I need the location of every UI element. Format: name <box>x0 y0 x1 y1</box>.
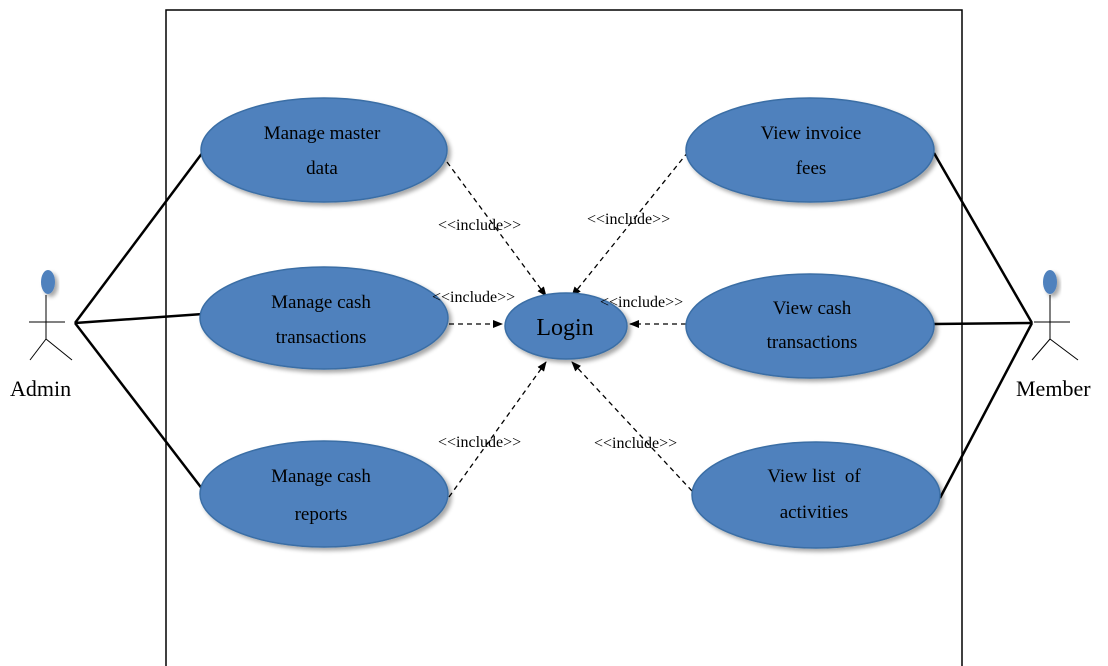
assoc-member-view-invoice-fees <box>932 152 1034 324</box>
actor-member: Member <box>1016 270 1091 401</box>
use-case-label-line2: transactions <box>276 327 367 348</box>
include-arrow-view-invoice-fees <box>571 151 689 297</box>
use-case-label-line1: Manage master <box>264 123 381 144</box>
use-case-label-line1: Manage cash <box>271 292 371 313</box>
include-arrow-manage-cash-reports <box>448 361 547 498</box>
include-arrow-manage-master-data <box>446 161 547 297</box>
login-label: Login <box>536 315 593 341</box>
use-case-label-line1: View invoice <box>761 123 862 144</box>
use-case-label-line2: activities <box>780 502 849 523</box>
assoc-member-view-list-of-activities <box>938 322 1034 499</box>
include-dependencies <box>446 151 693 498</box>
assoc-admin-manage-cash-transactions <box>74 312 204 325</box>
use-case-label-line1: View list of <box>767 466 861 487</box>
include-arrow-view-list-of-activities <box>571 361 693 492</box>
include-label-view-invoice-fees: <<include>> <box>587 211 670 228</box>
actor-label-member: Member <box>1016 376 1091 401</box>
include-label-view-list-of-activities: <<include>> <box>594 435 677 452</box>
assoc-admin-manage-master-data <box>73 151 205 324</box>
include-label-view-cash-transactions: <<include>> <box>600 294 683 311</box>
use-case-manage-cash-transactions: Manage cash transactions <box>199 266 449 370</box>
use-case-label-line1: View cash <box>773 298 852 319</box>
use-case-label-line2: fees <box>796 158 827 179</box>
use-case-ellipse <box>199 266 449 370</box>
actor-label-admin: Admin <box>10 376 71 401</box>
stick-figure-icon <box>29 295 73 361</box>
system-boundary <box>165 9 963 666</box>
stick-figure-icon <box>1031 295 1079 361</box>
include-labels: <<include>> <<include>> <<include>> <<in… <box>432 211 683 452</box>
use-case-view-cash-transactions: View cash transactions <box>685 273 935 379</box>
include-label-manage-master-data: <<include>> <box>438 217 521 234</box>
actor-head-icon <box>41 270 55 294</box>
include-label-manage-cash-transactions: <<include>> <box>432 289 515 306</box>
use-case-view-invoice-fees: View invoice fees <box>685 97 935 203</box>
associations <box>73 151 1034 499</box>
use-case-manage-cash-reports: Manage cash reports <box>199 440 449 548</box>
assoc-member-view-cash-transactions <box>933 321 1033 326</box>
use-case-ellipse <box>685 273 935 379</box>
include-label-manage-cash-reports: <<include>> <box>438 434 521 451</box>
use-case-label-line2: reports <box>295 504 348 525</box>
use-case-ellipse <box>685 97 935 203</box>
use-case-login: Login <box>504 292 628 360</box>
actor-head-icon <box>1043 270 1057 294</box>
assoc-admin-manage-cash-reports <box>74 322 204 491</box>
use-case-manage-master-data: Manage master data <box>200 97 448 203</box>
use-case-view-list-of-activities: View list of activities <box>691 441 941 549</box>
use-case-ellipse <box>199 440 449 548</box>
use-case-label-line2: transactions <box>767 332 858 353</box>
use-case-ellipse <box>200 97 448 203</box>
use-case-label-line2: data <box>306 158 338 179</box>
use-case-ellipse <box>691 441 941 549</box>
actor-admin: Admin <box>10 270 73 401</box>
use-case-ellipse <box>504 292 628 360</box>
use-case-label-line1: Manage cash <box>271 466 371 487</box>
